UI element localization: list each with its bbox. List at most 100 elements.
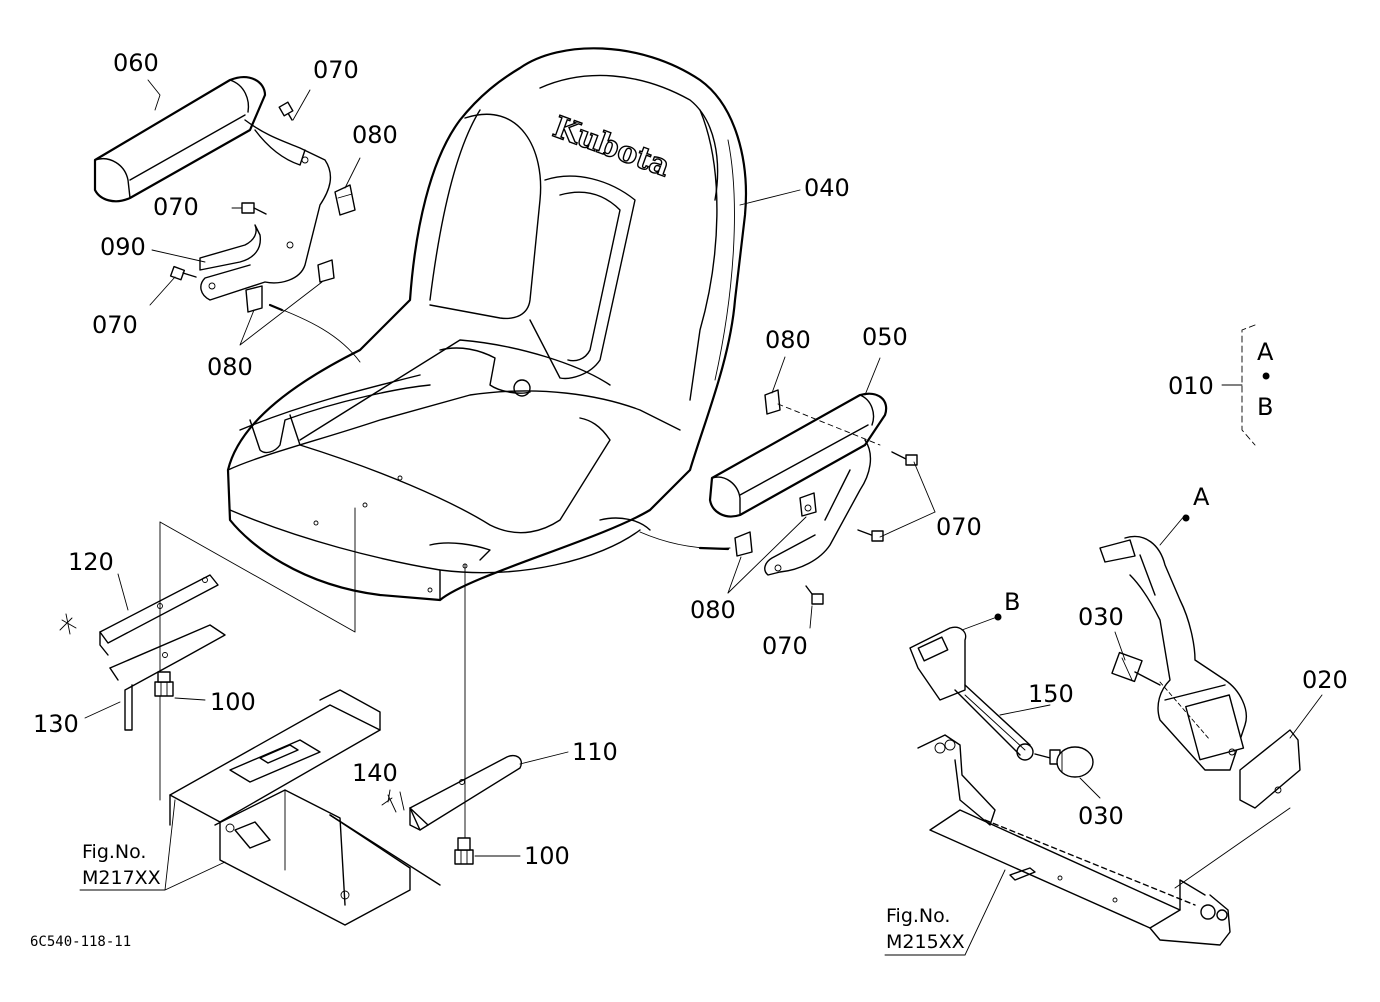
seat-cushion[interactable]: Kubota xyxy=(226,47,747,602)
leader-070-f xyxy=(809,605,813,629)
leader-m217 xyxy=(79,799,226,891)
label-080-a: 080 xyxy=(352,121,398,149)
armrest-left[interactable] xyxy=(93,76,332,301)
label-010: 010 xyxy=(1168,372,1214,400)
clip-080-f[interactable] xyxy=(799,492,817,517)
leader-right-arm-end xyxy=(698,546,730,551)
leader-070-e xyxy=(879,511,936,538)
label-080-d: 080 xyxy=(765,326,811,354)
rail-110[interactable] xyxy=(409,754,522,831)
label-030-b: 030 xyxy=(1078,802,1124,830)
label-070-f: 070 xyxy=(762,632,808,660)
leader-050 xyxy=(864,357,881,396)
base-frame-m217 xyxy=(169,689,441,926)
label-080-e: 080 xyxy=(690,596,736,624)
nut-100-a[interactable] xyxy=(154,671,174,697)
variant-separator: • xyxy=(1259,363,1273,391)
bolt-070-e[interactable] xyxy=(857,529,884,542)
leader-110 xyxy=(519,751,569,765)
leader-140 xyxy=(387,789,391,803)
label-120: 120 xyxy=(68,548,114,576)
clip-080-a[interactable] xyxy=(334,184,356,216)
label-020: 020 xyxy=(1302,666,1348,694)
fig-ref-left-title: Fig.No. xyxy=(82,841,146,863)
bolt-030-b[interactable] xyxy=(1034,746,1094,778)
clip-080-b[interactable] xyxy=(317,259,335,283)
dot-a xyxy=(1182,514,1190,522)
label-070-b: 070 xyxy=(153,193,199,221)
dash-right-clip xyxy=(777,403,881,446)
washer-140-left[interactable] xyxy=(59,613,77,635)
leader-left-arm-end xyxy=(268,303,284,312)
leader-030-a xyxy=(1114,631,1126,661)
label-100-a: 100 xyxy=(210,688,256,716)
label-040: 040 xyxy=(804,174,850,202)
label-100-b: 100 xyxy=(524,842,570,870)
label-150: 150 xyxy=(1028,680,1074,708)
leader-070-c xyxy=(149,276,176,306)
bolt-070-b[interactable] xyxy=(241,202,267,215)
leader-030-b xyxy=(1079,777,1101,799)
base-frame-m215 xyxy=(917,734,1291,946)
leader-left-arm xyxy=(269,304,361,363)
bolt-070-d[interactable] xyxy=(891,451,918,466)
drawing-code: 6C540-118-11 xyxy=(30,934,131,950)
label-070-a: 070 xyxy=(313,56,359,84)
label-050: 050 xyxy=(862,323,908,351)
fig-ref-right-number: M215XX xyxy=(886,931,965,953)
leader-100-a xyxy=(174,697,206,701)
dot-b xyxy=(994,613,1002,621)
nut-100-b[interactable] xyxy=(454,837,474,865)
leader-120 xyxy=(117,573,129,611)
label-080-b: 080 xyxy=(207,353,253,381)
seatbelt-retractor-a[interactable] xyxy=(1099,535,1247,771)
leader-080-bc xyxy=(239,281,323,346)
leader-m215 xyxy=(884,869,1006,956)
fig-ref-right-title: Fig.No. xyxy=(886,905,950,927)
leader-130 xyxy=(84,701,121,719)
seatbelt-plate-020[interactable] xyxy=(1239,729,1301,809)
label-070-d: 070 xyxy=(936,513,982,541)
armrest-right[interactable] xyxy=(708,392,888,576)
label-140: 140 xyxy=(352,759,398,787)
callout-b: B xyxy=(1004,588,1020,616)
mount-plane-outline xyxy=(159,507,356,633)
leader-090 xyxy=(151,249,206,263)
leader-080-e xyxy=(727,556,742,594)
label-110: 110 xyxy=(572,738,618,766)
label-030-a: 030 xyxy=(1078,603,1124,631)
variant-b: B xyxy=(1257,393,1273,421)
leader-a xyxy=(1159,514,1186,546)
variant-a: A xyxy=(1257,338,1274,366)
rail-130[interactable] xyxy=(109,624,226,731)
label-090: 090 xyxy=(100,233,146,261)
leader-070-d xyxy=(913,461,936,513)
clip-080-d[interactable] xyxy=(764,389,781,415)
clip-080-e[interactable] xyxy=(734,531,753,557)
bolt-070-f[interactable] xyxy=(805,585,824,605)
label-070-c: 070 xyxy=(92,311,138,339)
leader-020 xyxy=(1289,694,1323,739)
leader-060 xyxy=(147,79,161,111)
clip-080-c[interactable] xyxy=(245,285,263,313)
leader-150 xyxy=(999,704,1051,716)
leader-b xyxy=(961,616,998,631)
leader-080-f xyxy=(727,516,807,594)
leader-040 xyxy=(739,189,801,206)
rail-120[interactable] xyxy=(99,574,219,656)
leader-right-arm xyxy=(639,531,731,549)
callout-a: A xyxy=(1193,483,1210,511)
label-130: 130 xyxy=(33,710,79,738)
fig-ref-left-number: M217XX xyxy=(82,867,161,889)
leader-080-d xyxy=(771,356,786,394)
variant-brace xyxy=(1221,324,1256,446)
bolt-030-a[interactable] xyxy=(1111,651,1211,741)
bolt-070-c[interactable] xyxy=(169,265,197,281)
seatbelt-buckle-b[interactable] xyxy=(909,626,1034,761)
seat-logo: Kubota xyxy=(548,110,674,184)
leader-080-a xyxy=(344,157,361,189)
label-060: 060 xyxy=(113,49,159,77)
washer-140-right[interactable] xyxy=(381,791,405,813)
bolt-070-a[interactable] xyxy=(278,89,311,121)
